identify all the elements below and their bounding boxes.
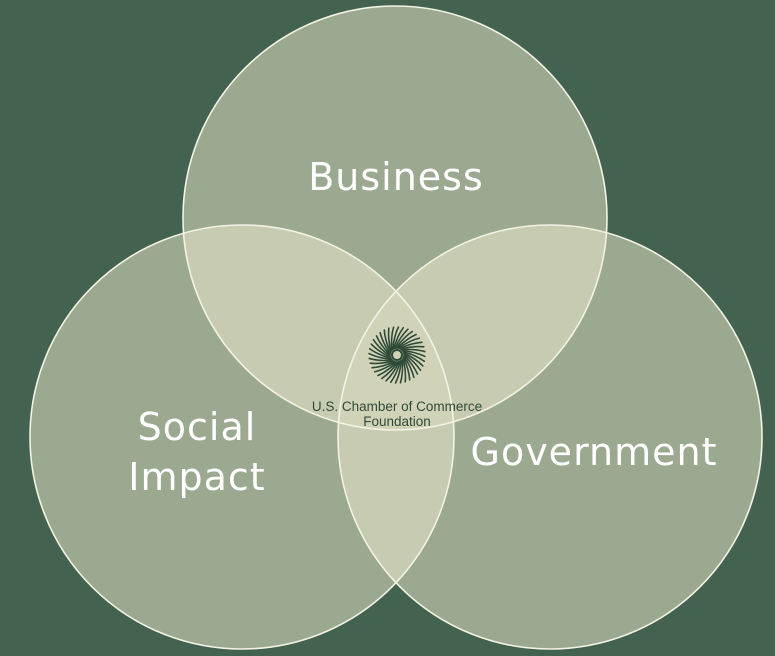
logo-ray [377,361,398,377]
logo-ray [391,326,400,351]
org-name-line2: Foundation [363,414,431,429]
logo-ray [383,329,392,354]
social-label-line1: Social [138,405,257,449]
logo-ray [373,361,397,373]
logo-ray [402,357,407,383]
logo-ray [394,359,403,384]
logo-ray [402,351,424,367]
logo-ray [402,350,426,363]
logo-ray [398,341,423,350]
business-label: Business [308,155,484,199]
logo-ray [394,330,414,349]
social-impact-outline [29,224,455,650]
overlap-business-social [183,225,454,430]
logo-ray [399,358,404,384]
logo-ray [375,335,391,356]
logo-ray [385,360,401,382]
business-outline [182,5,608,431]
logo-ray [372,338,391,358]
logo-ray [371,360,396,369]
logo-ray [370,343,392,359]
logo-ray [402,356,411,381]
logo-ray [399,345,425,350]
logo-ray [392,326,405,350]
logo-center-ring [391,349,403,361]
logo-ray [368,347,392,360]
logo-ray [387,327,392,353]
logo-ray [393,328,409,350]
government-outline [337,224,763,650]
overlap-business-government [338,225,607,430]
logo-ray [368,357,394,362]
logo-ray [396,333,417,349]
logo-ray [403,355,415,379]
logo-ray [390,326,395,352]
logo-ray [379,331,391,355]
logo-ray [380,361,400,380]
logo-ray [368,352,393,361]
logo-ray [403,352,422,372]
spiral-logo-icon [368,326,426,384]
government-label: Government [471,430,718,474]
logo-ray [403,354,419,375]
logo-ray [397,337,421,349]
logo-ray [369,360,395,365]
logo-ray [401,349,426,358]
logo-ray [400,348,426,353]
social-label-line2: Impact [128,455,265,499]
org-name-line1: U.S. Chamber of Commerce [312,399,482,414]
logo-ray [389,360,402,384]
